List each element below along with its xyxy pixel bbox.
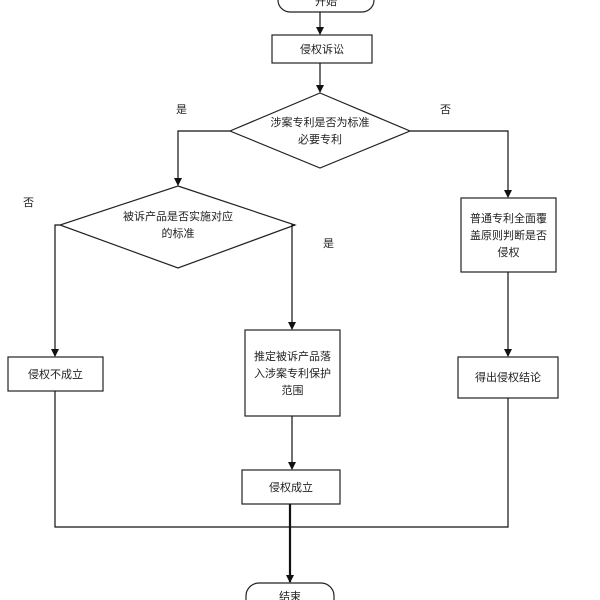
edge-label-d2-no: 否 [23, 196, 34, 209]
start-terminal: 开始 [315, 0, 337, 8]
line-not-infringed-to-merge [54, 391, 290, 528]
litigation-box-shape [271, 34, 373, 64]
line-conclusion-to-merge [290, 398, 509, 528]
start-terminal-shape [277, 0, 375, 13]
conclusion-box-shape [457, 356, 559, 399]
presume-scope-box-shape [244, 329, 341, 417]
decision-standard: 涉案专利是否为标准必要专利 [270, 116, 370, 146]
decision-product: 被诉产品是否实施对应的标准 [123, 210, 233, 240]
not-infringed-box: 侵权不成立 [28, 367, 83, 381]
decision-standard-shape [228, 92, 412, 169]
decision-product-shape [58, 185, 297, 269]
infringed-box-shape [241, 469, 341, 505]
edge-label-d1-yes: 是 [176, 103, 187, 116]
ordinary-principle-box-shape [460, 197, 557, 273]
presume-scope-box: 推定被诉产品落入涉案专利保护范围 [254, 349, 331, 397]
arrow-decision2-yes [288, 224, 296, 330]
litigation-box: 侵权诉讼 [300, 42, 344, 56]
edge-label-d2-yes: 是 [323, 237, 334, 250]
end-terminal: 结束 [279, 590, 301, 600]
not-infringed-box-shape [7, 356, 104, 392]
edge-label-d1-no: 否 [440, 103, 451, 116]
arrow-decision1-yes [174, 130, 230, 186]
arrow-decision2-no [51, 224, 60, 357]
infringed-box: 侵权成立 [269, 480, 313, 494]
arrow-decision1-no [410, 130, 512, 198]
ordinary-principle-box: 普通专利全面覆盖原则判断是否侵权 [470, 211, 547, 259]
conclusion-box: 得出侵权结论 [475, 371, 541, 384]
end-terminal-shape [245, 582, 335, 600]
